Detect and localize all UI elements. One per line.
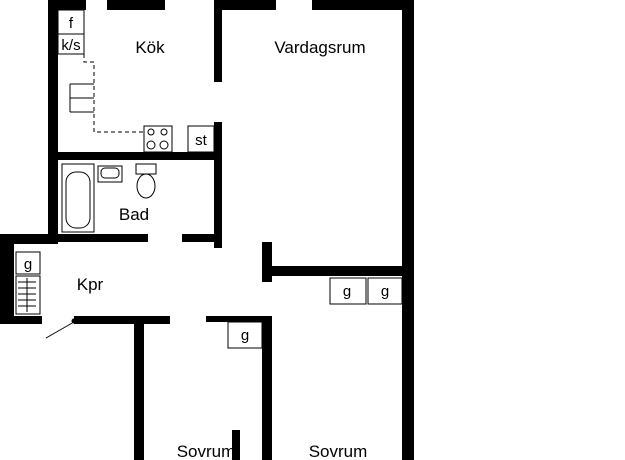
bathtub-inner: [65, 171, 91, 229]
wardrobe-living-2: [367, 277, 403, 305]
wardrobes: [227, 277, 403, 349]
wall-hall-west: [0, 234, 14, 324]
wall-bedroom-divider: [262, 316, 272, 460]
entrance-door-hinge: [71, 318, 77, 324]
wall-bath-south-west: [48, 234, 148, 242]
bathtub: [61, 163, 95, 233]
hall-shoe-rack: [15, 275, 41, 315]
fixture-label-bedroom-wardrobe: g: [241, 327, 249, 344]
wall-top-right: [362, 0, 412, 10]
fridge-box: [57, 33, 85, 55]
room-label-bedroom-2: Sovrum: [309, 442, 368, 460]
fixture-label-storage: st: [195, 132, 208, 149]
burner-1: [147, 128, 155, 136]
washbasin-bowl: [100, 167, 120, 179]
walls: [0, 0, 414, 460]
burner-3: [146, 140, 156, 150]
wall-east: [402, 0, 414, 460]
wall-bedroom-closet-stub: [232, 430, 240, 460]
wall-top-left: [58, 0, 86, 10]
wall-kitchen-living: [214, 0, 222, 82]
entrance-door-swing: [45, 321, 75, 339]
wall-living-south: [262, 266, 406, 276]
toilet-bowl: [136, 173, 156, 199]
fixture-label-fridge: k/s: [61, 37, 80, 54]
wall-bedroom-north-east: [206, 316, 272, 322]
kitchen-fixtures: [57, 9, 215, 153]
wardrobe-bedroom: [227, 321, 263, 349]
counter-outline: [83, 54, 146, 133]
hall-fixtures: [15, 251, 77, 339]
windows: [110, 0, 361, 9]
burner-2: [160, 128, 168, 136]
wall-living-stub: [262, 242, 272, 282]
bathroom-fixtures: [61, 163, 157, 233]
fixture-label-living-wardrobe-2: g: [381, 283, 389, 300]
room-label-living-room: Vardagsrum: [274, 38, 365, 57]
wall-top-middle: [214, 0, 276, 10]
fixture-label-living-wardrobe-1: g: [343, 283, 351, 300]
wall-bath-south-east: [182, 234, 222, 242]
room-label-hall: Kpr: [77, 275, 104, 294]
wall-kitchen-bath-west: [48, 0, 58, 238]
room-label-bedroom-1: Sovrum: [177, 442, 236, 460]
room-label-bathroom: Bad: [119, 205, 149, 224]
window-living: [315, 1, 361, 9]
fixture-label-freezer: f: [69, 15, 74, 32]
wardrobe-living-1: [329, 277, 367, 305]
wall-kitchen-bath: [48, 152, 222, 160]
hall-wardrobe-box: [15, 251, 41, 275]
burner-4: [159, 140, 169, 150]
washbasin: [97, 165, 123, 183]
wall-top-kitchen-window-frame: [107, 0, 165, 10]
wall-kitchen-living-lower: [214, 122, 222, 248]
wall-hall-north: [0, 234, 58, 244]
room-label-kitchen: Kök: [135, 38, 165, 57]
fixture-label-hall-wardrobe: g: [24, 256, 32, 273]
toilet-tank: [135, 163, 157, 175]
wall-bedroom-west: [134, 316, 144, 460]
window-kitchen: [110, 1, 162, 9]
stove: [143, 125, 173, 153]
wall-bedroom-north-west: [74, 316, 170, 324]
storage-cabinet: [187, 125, 215, 153]
wall-hall-south: [0, 316, 42, 324]
wall-top-living-window-frame: [312, 0, 362, 10]
